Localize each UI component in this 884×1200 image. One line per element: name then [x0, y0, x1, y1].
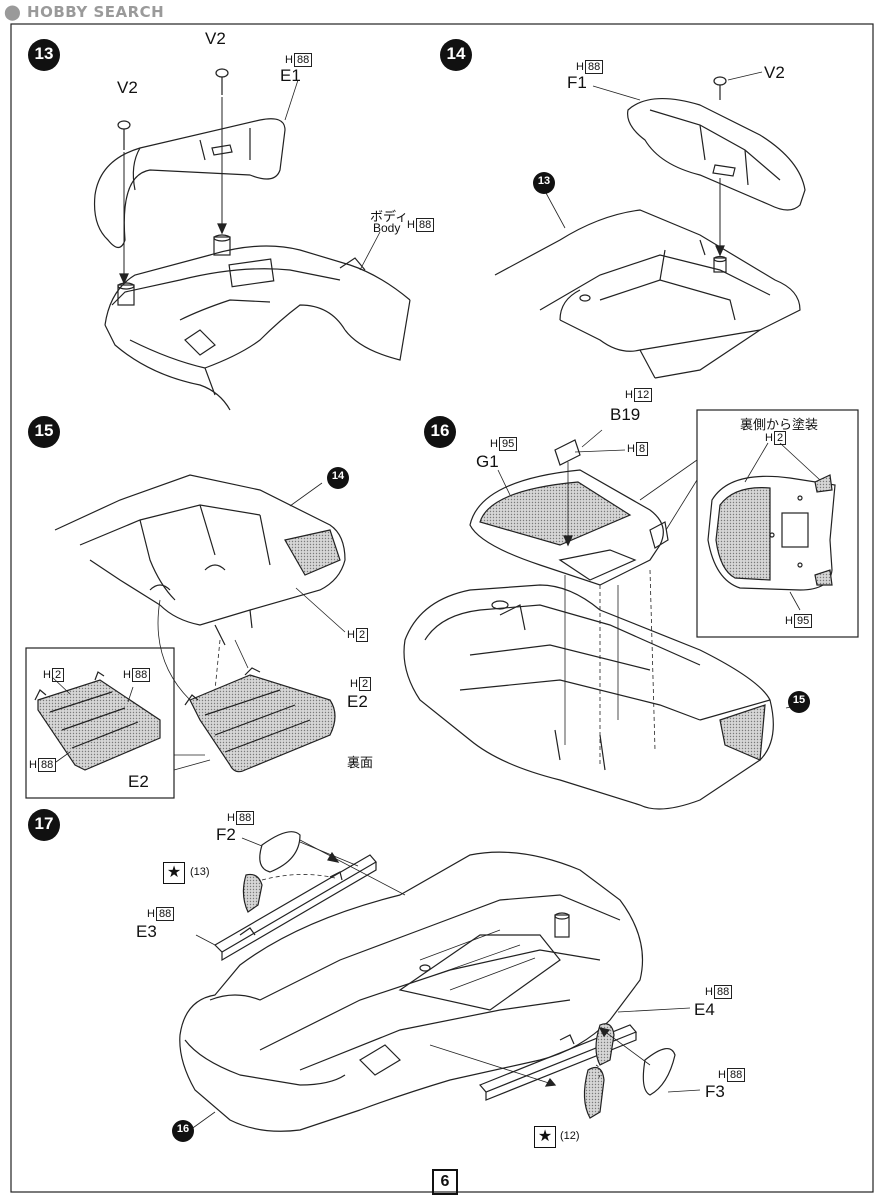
label-back-side: 裏面: [347, 756, 374, 771]
label-e1: E1: [280, 66, 301, 85]
step17-decal-13: [242, 873, 263, 913]
step17-body-drawing: [179, 851, 643, 1132]
watermark-logo-icon: ⬤: [4, 3, 22, 21]
step14-body-drawing: [494, 209, 801, 379]
label-body-jp: ボディ: [370, 210, 409, 225]
decal-number-12: (12): [560, 1130, 580, 1142]
step15-body-drawing: [54, 474, 346, 646]
step15-inset-e2: [34, 671, 161, 771]
label-e2-inset: E2: [128, 772, 149, 791]
step17-decal-12: [583, 1067, 605, 1119]
label-v2-left: V2: [117, 78, 138, 97]
step17-part-f2: [259, 831, 301, 873]
step16-inset-frame: [696, 409, 859, 638]
label-f3: F3: [705, 1082, 725, 1101]
step16-body-drawing: [403, 584, 774, 810]
label-e3: E3: [136, 922, 157, 941]
label-b19: B19: [610, 405, 641, 424]
step-15-number: 15: [34, 421, 54, 440]
step-16-ref: 15: [792, 694, 806, 706]
step13-part-e1: [93, 118, 286, 249]
page-number: 6: [432, 1169, 458, 1195]
label-body-en: Body: [373, 221, 401, 235]
step-14-number: 14: [446, 44, 466, 63]
step-17-ref: 16: [176, 1123, 190, 1135]
step14-part-f1: [627, 97, 806, 211]
step-badges: [28, 39, 810, 1142]
inset-title-paint-from-back: 裏側から塗装: [740, 418, 819, 433]
label-f2: F2: [216, 825, 236, 844]
step15-inset-frame: [25, 647, 175, 799]
label-e2: E2: [347, 692, 368, 711]
step-15-ref: 14: [331, 470, 345, 482]
step16-inset-g1: [707, 474, 836, 591]
page-frame: [10, 23, 874, 1193]
label-e4: E4: [694, 1000, 715, 1019]
decal-number-13: (13): [190, 866, 210, 878]
step16-part-b19: [554, 439, 581, 466]
label-v2-top: V2: [205, 29, 226, 48]
step17-part-e4: [478, 1024, 638, 1101]
step-16-number: 16: [430, 421, 450, 440]
star-decal-icon: ★: [163, 862, 185, 884]
step16-part-g1: [469, 469, 669, 586]
hobby-search-watermark: ⬤ HOBBY SEARCH: [4, 3, 165, 21]
label-g1: G1: [476, 452, 499, 471]
step-14-ref: 13: [537, 175, 551, 187]
step-13-number: 13: [34, 44, 54, 63]
step17-part-e3: [214, 854, 377, 962]
step13-body-drawing: [104, 234, 411, 411]
label-f1: F1: [567, 73, 587, 92]
step-17-number: 17: [34, 814, 54, 833]
star-decal-icon: ★: [534, 1126, 556, 1148]
step15-part-e2: [184, 667, 336, 773]
step17-part-f3: [642, 1048, 676, 1096]
label-v2: V2: [764, 63, 785, 82]
step13-screws: [117, 68, 229, 150]
